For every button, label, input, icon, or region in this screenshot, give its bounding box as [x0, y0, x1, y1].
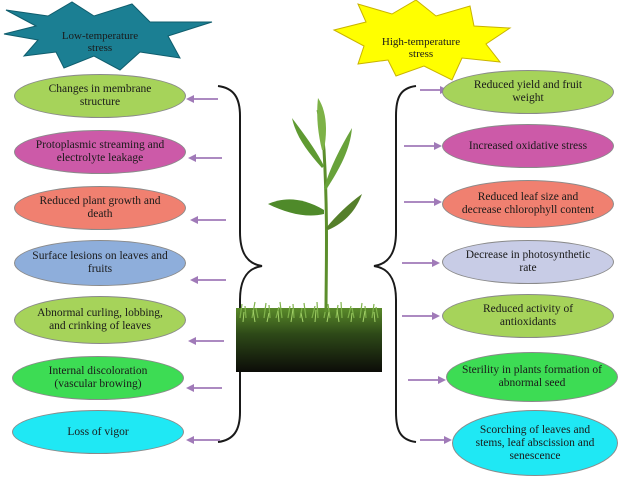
left-item-internal-discoloration: Internal discoloration (vascular browing… [12, 356, 184, 400]
right-item-sterility: Sterility in plants formation of abnorma… [446, 352, 618, 402]
right-item-scorching: Scorching of leaves and stems, leaf absc… [452, 410, 618, 476]
left-item-surface-lesions: Surface lesions on leaves and fruits [14, 240, 186, 286]
low-temperature-stress-label: Low-temperature stress [61, 30, 139, 54]
left-item-membrane-structure: Changes in membrane structure [14, 74, 186, 118]
high-temperature-stress-label: High-temperature stress [381, 36, 461, 60]
right-item-oxidative-stress: Increased oxidative stress [442, 124, 614, 168]
low-temperature-star-shape [3, 1, 213, 71]
right-curly-brace-icon [373, 85, 417, 443]
right-item-antioxidants: Reduced activity of antioxidants [442, 294, 614, 338]
left-item-protoplasmic-streaming: Protoplasmic streaming and electrolyte l… [14, 130, 186, 174]
seedling-plant-icon [236, 98, 382, 372]
left-item-reduced-growth: Reduced plant growth and death [14, 186, 186, 230]
left-curly-brace-icon [217, 85, 263, 443]
left-item-loss-of-vigor: Loss of vigor [12, 410, 184, 454]
right-item-reduced-leaf-size: Reduced leaf size and decrease chlorophy… [442, 180, 614, 228]
left-item-abnormal-curling: Abnormal curling, lobbing, and crinking … [14, 296, 186, 344]
high-temperature-star-shape [332, 0, 512, 81]
left-arrows [186, 95, 226, 444]
right-item-photosynthetic-rate: Decrease in photosynthetic rate [442, 240, 614, 284]
right-item-reduced-yield: Reduced yield and fruit weight [442, 70, 614, 114]
right-arrows [402, 86, 452, 444]
